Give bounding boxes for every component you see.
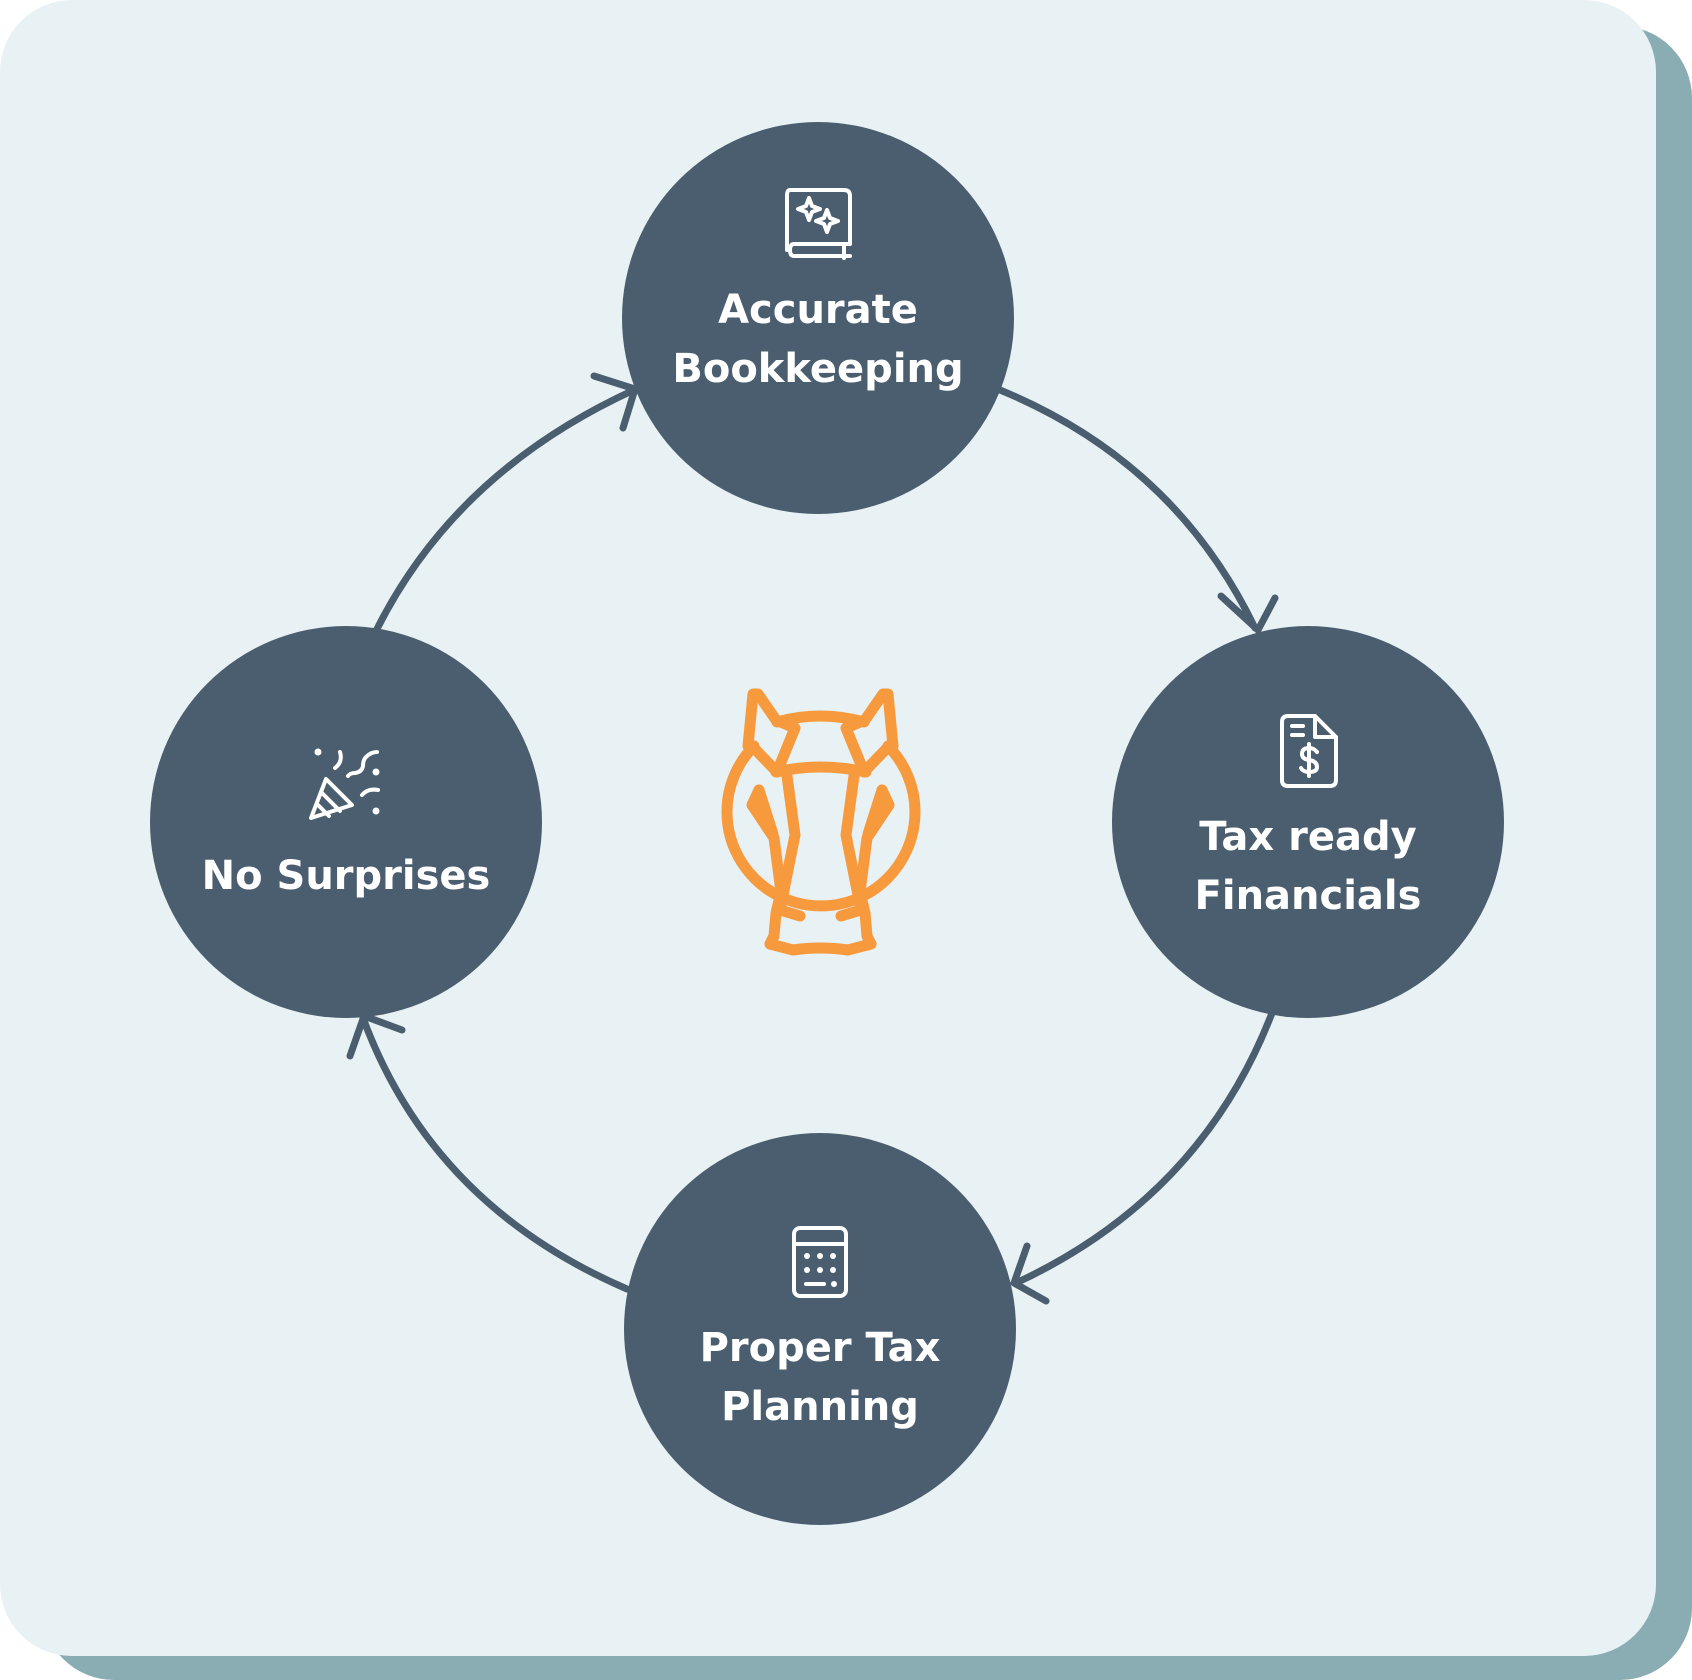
- node-tax-ready-financials: Tax ready Financials: [1112, 626, 1504, 1018]
- node-label-line: No Surprises: [202, 853, 491, 899]
- confetti-dots: [314, 748, 380, 815]
- node-no-surprises: No Surprises: [150, 626, 542, 1018]
- edge-bookkeeping-to-tax-ready: [996, 386, 1279, 634]
- node-label-line: Accurate: [718, 287, 918, 333]
- node-label-line: Financials: [1195, 873, 1422, 919]
- party-popper-icon: [309, 750, 380, 820]
- node-proper-tax-planning: Proper Tax Planning: [624, 1133, 1016, 1525]
- node-label-line: Bookkeeping: [672, 346, 963, 392]
- calculator-keys: [804, 1253, 837, 1287]
- horse-head-logo-icon: [721, 688, 921, 956]
- node-label-line: Tax ready: [1199, 814, 1416, 860]
- edge-proper-tax-to-no-surprises: [346, 1012, 631, 1293]
- calculator-icon: [792, 1226, 848, 1298]
- node-label-line: Proper Tax: [700, 1325, 941, 1371]
- dollar-document-icon: [1280, 714, 1338, 788]
- edge-no-surprises-to-bookkeeping: [372, 372, 639, 635]
- edge-tax-ready-to-proper-tax: [1010, 1009, 1276, 1305]
- node-accurate-bookkeeping: Accurate Bookkeeping: [622, 122, 1014, 514]
- node-label-line: Planning: [721, 1384, 919, 1430]
- sparkle-book-icon: [785, 188, 852, 260]
